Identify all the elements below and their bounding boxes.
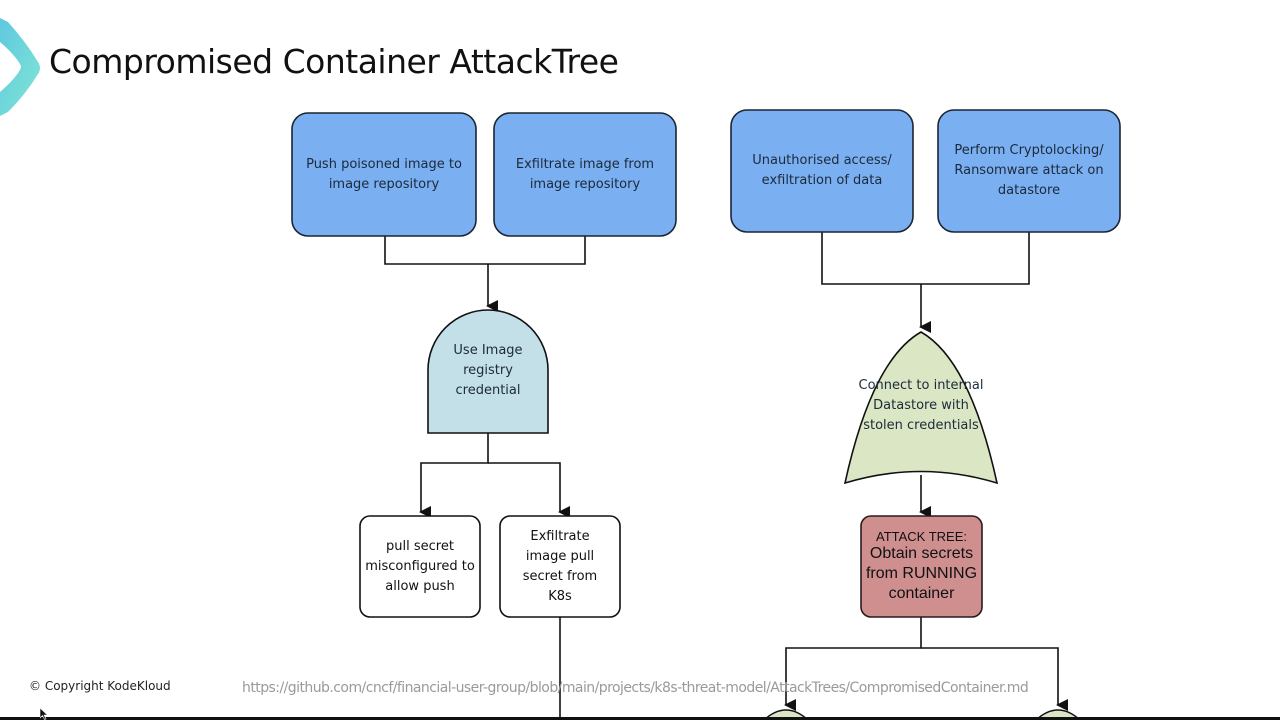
attack-tree-prefix: ATTACK TREE: — [875, 528, 967, 544]
node-cryptolocking — [937, 109, 1121, 233]
label-attack-tree-running-container: ATTACK TREE: Obtain secrets from RUNNING… — [863, 516, 980, 617]
copyright-text: © Copyright KodeKloud — [29, 679, 171, 693]
attack-tree-label: Obtain secrets from RUNNING container — [865, 544, 978, 602]
connectors-left — [384, 236, 586, 720]
edge-unauth-to-join — [821, 232, 921, 285]
edge-crypto-to-join — [921, 232, 1030, 285]
label-exfiltrate-image: Exfiltrate image from image repository — [515, 156, 655, 192]
mouse-pointer-icon — [40, 708, 48, 720]
node-or-gate-connect-datastore — [843, 331, 999, 485]
node-push-poisoned-image — [291, 112, 477, 237]
edge-push-to-join — [384, 236, 488, 265]
node-pull-secret-misconfigured — [359, 515, 481, 618]
bottom-divider — [0, 717, 1280, 720]
node-attack-tree-running-container — [860, 515, 983, 618]
slide-title: Compromised Container AttackTree — [49, 42, 619, 81]
edge-attack-tree-split — [784, 617, 922, 711]
edge-and-gate-split-right — [488, 462, 570, 518]
node-and-gate-use-registry — [427, 309, 549, 434]
label-use-registry-credential: Use Image registry credential — [453, 343, 523, 398]
node-unauthorised-access — [730, 109, 914, 233]
source-url[interactable]: https://github.com/cncf/financial-user-g… — [242, 680, 1029, 696]
label-unauthorised-access: Unauthorised access/ exfiltration of dat… — [752, 153, 892, 188]
chevron-right-logo-icon — [0, 18, 40, 116]
edge-exfil-to-join — [488, 236, 586, 265]
label-connect-datastore: Connect to internal Datastore with stole… — [858, 378, 984, 433]
node-exfiltrate-image — [493, 112, 677, 237]
edge-and-gate-split — [419, 433, 489, 518]
label-pull-secret-misconfigured: pull secret misconfigured to allow push — [365, 538, 475, 594]
connectors-right — [784, 232, 1068, 711]
label-cryptolocking: Perform Cryptolocking/ Ransomware attack… — [954, 143, 1104, 198]
label-exfiltrate-pull-secret: Exfiltrate image pull secret from K8s — [522, 528, 598, 604]
edge-attack-tree-split-right — [921, 647, 1068, 711]
label-push-poisoned-image: Push poisoned image to image repository — [306, 156, 462, 192]
node-exfiltrate-pull-secret — [499, 515, 621, 618]
